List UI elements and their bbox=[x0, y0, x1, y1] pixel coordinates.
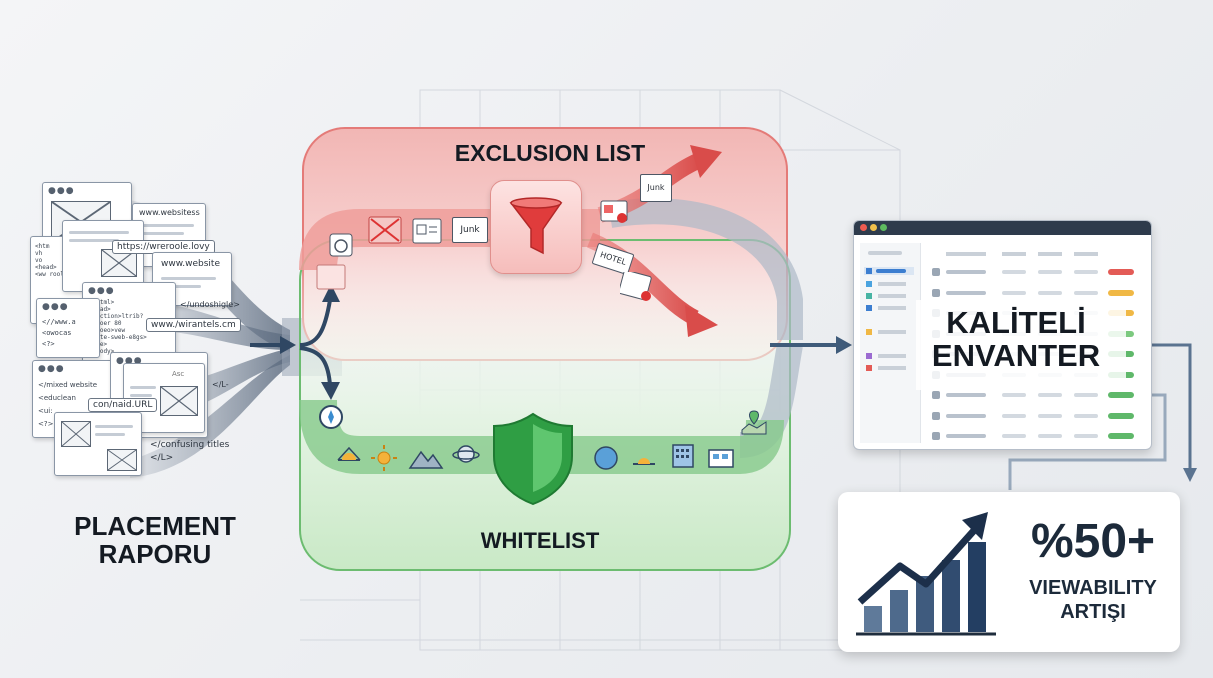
city-icon bbox=[708, 449, 734, 468]
image-placeholder bbox=[61, 421, 91, 447]
inventory-title: KALİTELİ ENVANTER bbox=[931, 305, 1101, 373]
junk-tag: Junk bbox=[640, 174, 672, 202]
table-row bbox=[926, 426, 1140, 448]
compass-icon bbox=[319, 405, 343, 429]
map-pin-icon bbox=[741, 410, 767, 435]
table-row bbox=[926, 262, 1140, 284]
funnel-filter bbox=[490, 180, 582, 274]
webpage-icon bbox=[412, 218, 442, 244]
result-value: %50+ bbox=[1030, 515, 1156, 568]
planet-icon bbox=[452, 445, 480, 463]
blocked-ad-icon bbox=[368, 216, 402, 244]
whitelist-title: WHITELIST bbox=[480, 528, 600, 553]
beach-sun-icon bbox=[633, 458, 655, 465]
spam-doc-icon bbox=[620, 272, 652, 301]
document-card: ●●● <//www.a <owocas <?> bbox=[36, 298, 100, 358]
funnel-icon bbox=[509, 197, 563, 255]
document-card bbox=[62, 220, 144, 292]
placement-title: PLACEMENT RAPORU bbox=[74, 511, 236, 569]
broken-page-icon bbox=[316, 264, 346, 290]
result-label: VIEWABILITY ARTIŞI bbox=[1029, 577, 1157, 623]
image-placeholder bbox=[107, 449, 137, 471]
exclusion-arrow-up bbox=[690, 145, 722, 178]
whitelist-panel bbox=[299, 239, 791, 571]
spam-page-icon bbox=[600, 200, 628, 223]
whitelist-lane bbox=[299, 399, 784, 474]
table-header bbox=[926, 244, 1140, 266]
window-titlebar bbox=[854, 221, 1151, 235]
sun-icon bbox=[371, 445, 397, 471]
document-card bbox=[54, 412, 142, 476]
url-text: www.websitess bbox=[139, 208, 200, 217]
sunrise-icon bbox=[337, 446, 361, 461]
growth-chart-icon bbox=[856, 512, 996, 636]
url-label: www./wirantels.cm bbox=[146, 318, 241, 332]
code-snippet: <//www.a <owocas <?> bbox=[42, 318, 76, 348]
shield-icon bbox=[493, 412, 573, 506]
table-row bbox=[926, 385, 1140, 407]
table-row bbox=[926, 406, 1140, 428]
inventory-sidebar bbox=[860, 243, 921, 443]
browser-icon bbox=[329, 233, 353, 257]
result-card: %50+ VIEWABILITY ARTIŞI bbox=[838, 492, 1180, 652]
url-text: </L> bbox=[150, 453, 174, 463]
building-icon bbox=[672, 444, 694, 468]
url-text: </undoshigle> bbox=[180, 300, 240, 309]
url-text: </L- bbox=[212, 380, 229, 389]
url-label: con/naid.URL bbox=[88, 398, 158, 412]
table-row bbox=[926, 283, 1140, 305]
junk-tag: Junk bbox=[452, 217, 488, 243]
code-snippet: </mixed website <educlean <ui: <?> bbox=[38, 381, 98, 428]
globe-icon bbox=[594, 446, 618, 470]
mountain-icon bbox=[408, 450, 444, 469]
url-text: www.website bbox=[161, 259, 220, 269]
image-placeholder bbox=[160, 386, 198, 416]
exclusion-arrow-down bbox=[685, 305, 718, 337]
exclusion-title: EXCLUSION LIST bbox=[454, 140, 646, 166]
url-text: </confusing titles bbox=[150, 440, 230, 450]
